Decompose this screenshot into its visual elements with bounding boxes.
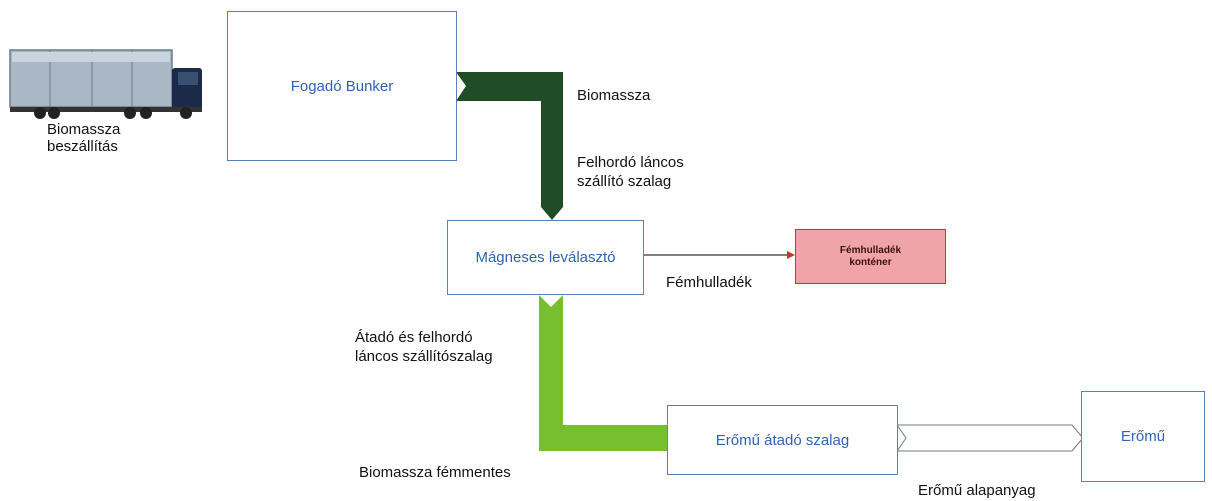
chain-conveyor-label: Felhordó láncos szállító szalag	[577, 154, 684, 190]
magnetic-separator-box: Mágneses leválasztó	[447, 220, 644, 295]
power-plant-label: Erőmű	[1120, 428, 1166, 445]
magnetic-separator-label: Mágneses leválasztó	[475, 249, 616, 266]
chain-conveyor-dark	[456, 72, 563, 220]
power-feed-conveyor	[896, 424, 1084, 452]
transfer-belt-box: Erőmű átadó szalag	[667, 405, 898, 475]
metal-waste-arrowhead	[787, 251, 795, 259]
metal-free-biomass-label: Biomassza fémmentes	[359, 464, 511, 481]
bunker-box: Fogadó Bunker	[227, 11, 457, 161]
bunker-label: Fogadó Bunker	[290, 77, 394, 95]
biomass-label: Biomassza	[577, 87, 651, 104]
transfer-belt-label: Erőmű átadó szalag	[715, 431, 850, 449]
metal-waste-label: Fémhulladék	[666, 274, 752, 291]
power-plant-box: Erőmű	[1081, 391, 1205, 482]
metal-waste-container-box: Fémhulladék konténer	[795, 229, 946, 284]
metal-waste-container-label: Fémhulladék konténer	[839, 244, 902, 268]
transfer-chain-label: Átadó és felhordó láncos szállítószalag	[355, 329, 493, 365]
feedstock-label: Erőmű alapanyag	[918, 482, 1036, 499]
truck-label: Biomassza beszállítás	[47, 121, 121, 155]
